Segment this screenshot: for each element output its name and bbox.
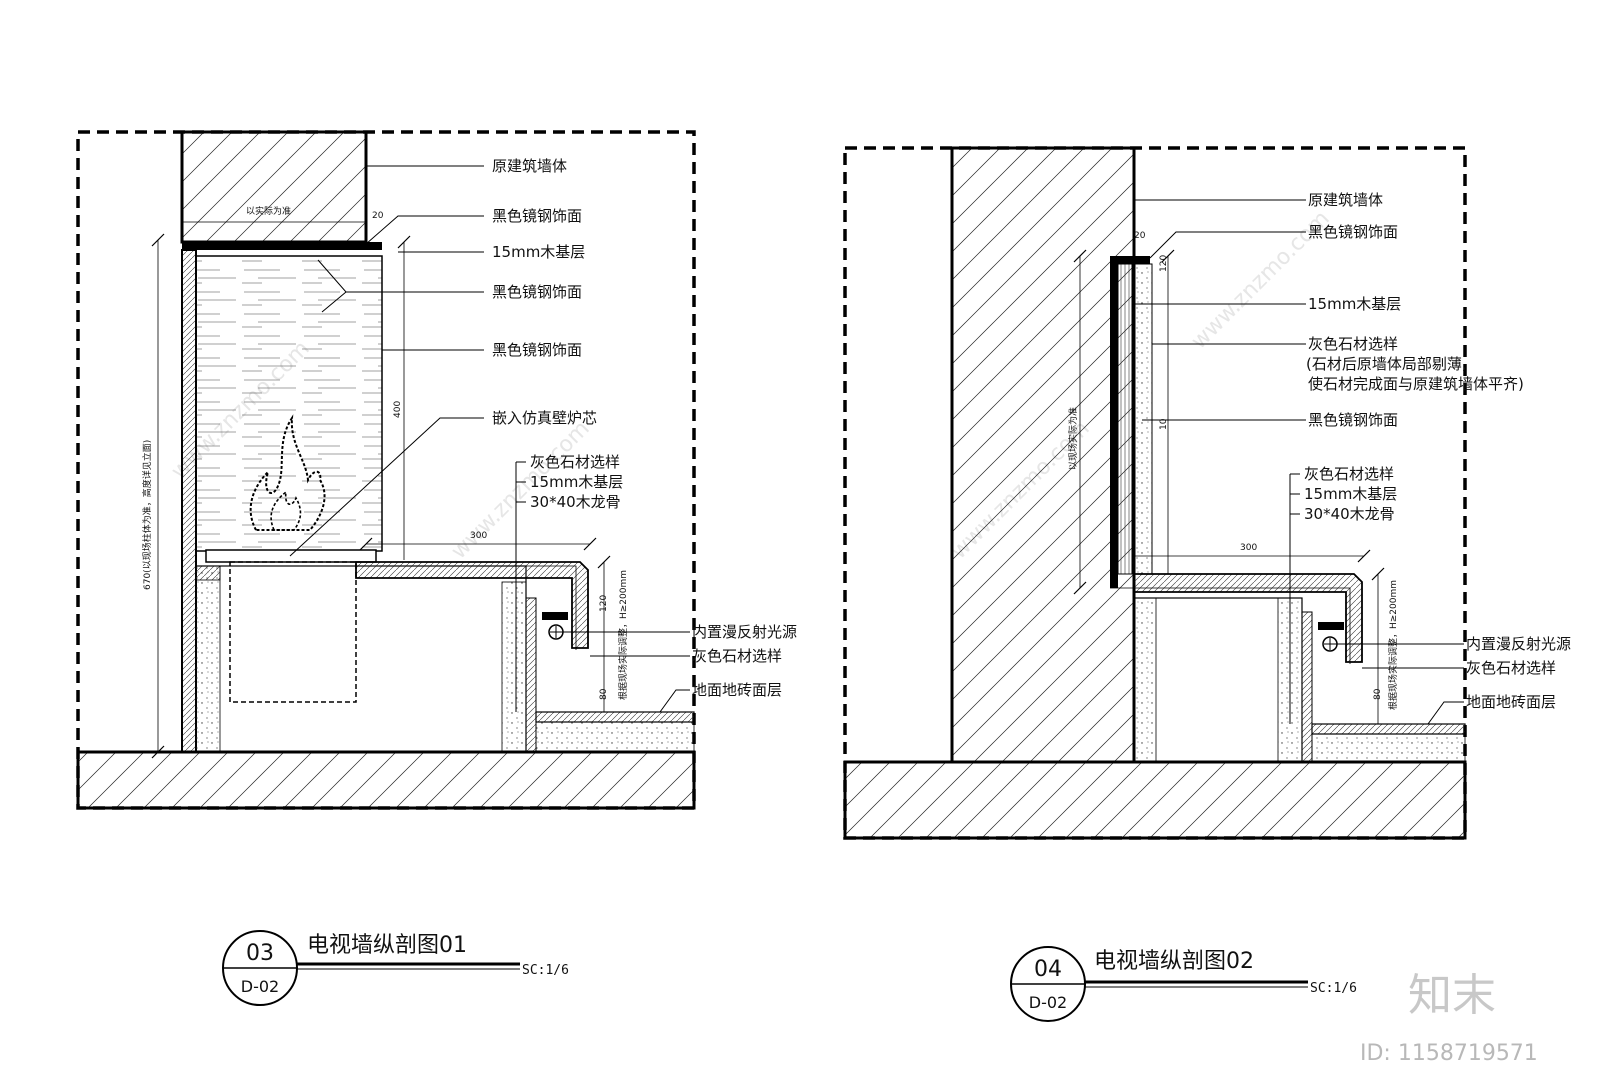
section03-label-9: 30*40木龙骨 [530, 493, 621, 511]
section04-floor-tile [1311, 723, 1466, 735]
section03-label-7: 灰色石材选样 [530, 453, 620, 471]
section03-scale: SC:1/6 [522, 963, 569, 978]
section04-label-6: 使石材完成面与原建筑墙体平齐) [1308, 375, 1524, 393]
section03-label-12: 地面地砖面层 [692, 681, 782, 699]
section04-dim-80: 80 [1373, 688, 1383, 700]
section03-mirror-cap [182, 242, 382, 250]
section04-ground-slab [843, 760, 1467, 840]
section03-floor-tile [535, 711, 695, 723]
section03-cabinet [195, 565, 527, 753]
section04-dim-120: 120 [1159, 255, 1169, 272]
brand-watermark: 知末 ID: 1158719571 [1360, 970, 1538, 1066]
section04-existing-wall [950, 146, 1136, 764]
section03-dim-80: 80 [599, 688, 609, 700]
section-04: 以现场实际为准 20 120 10 300 80 根据现场实际调整，H≥200m… [843, 146, 1571, 1022]
section03-label-1: 原建筑墙体 [492, 157, 567, 175]
section03-dim-120: 120 [599, 595, 609, 612]
section03-dim-20: 20 [372, 211, 384, 221]
section03-stone-shelf [355, 561, 589, 649]
section03-label-5: 黑色镜钢饰面 [492, 341, 582, 359]
section03-label-6: 嵌入仿真壁炉芯 [492, 409, 597, 427]
section03-title-block: 03 D-02 电视墙纵剖图01 SC:1/6 [222, 930, 569, 1006]
section03-sheet: D-02 [241, 977, 279, 996]
section04-label-8: 灰色石材选样 [1304, 465, 1394, 483]
section04-label-1: 原建筑墙体 [1308, 191, 1383, 209]
section04-label-13: 地面地砖面层 [1466, 693, 1556, 711]
section03-ground-slab [76, 750, 696, 810]
section03-leaders [289, 165, 690, 713]
section03-label-3: 15mm木基层 [492, 243, 585, 261]
section04-label-9: 15mm木基层 [1304, 485, 1397, 503]
section03-height-note: 670(以现场柱体为准，高度详见立面) [141, 440, 153, 590]
section03-flame-icon [249, 414, 326, 531]
section04-number: 04 [1034, 957, 1062, 982]
section03-wood-panel [195, 255, 383, 552]
section04-dim-20: 20 [1134, 231, 1146, 241]
section04-title-block: 04 D-02 电视墙纵剖图02 SC:1/6 [1010, 946, 1357, 1022]
section03-dim-300: 300 [470, 531, 487, 541]
watermark-brand-logo: 知末 [1408, 970, 1496, 1021]
section04-dim-300: 300 [1240, 543, 1257, 553]
section04-label-10: 30*40木龙骨 [1304, 505, 1395, 523]
section04-label-11: 内置漫反射光源 [1466, 635, 1571, 653]
section03-fireplace-core [229, 561, 357, 703]
section04-label-5: (石材后原墙体局部剔薄, [1306, 355, 1467, 373]
section04-stone-panel [1131, 263, 1153, 575]
section04-height-note: 以现场实际为准 [1067, 407, 1079, 470]
section04-wood-base [1117, 263, 1133, 575]
section03-left-veneer [181, 249, 197, 753]
section04-label-7: 黑色镜钢饰面 [1308, 411, 1398, 429]
section03-width-note: 以实际为准 [246, 205, 291, 217]
section03-dim-400: 400 [393, 401, 403, 418]
section04-dim-10: 10 [1159, 418, 1169, 430]
section04-cabinet [1133, 597, 1303, 763]
section04-label-4: 灰色石材选样 [1308, 335, 1398, 353]
section04-label-12: 灰色石材选样 [1466, 659, 1556, 677]
section03-existing-wall [180, 130, 368, 244]
section03-gap-note: 根据现场实际调整，H≥200mm [617, 570, 629, 700]
section03-title: 电视墙纵剖图01 [307, 933, 467, 958]
section04-gap-note: 根据现场实际调整，H≥200mm [1387, 580, 1399, 710]
section-03: 以实际为准 [76, 130, 797, 1006]
section03-label-2: 黑色镜钢饰面 [492, 207, 582, 225]
section04-scale: SC:1/6 [1310, 981, 1357, 996]
section03-label-10: 内置漫反射光源 [692, 623, 797, 641]
section03-label-11: 灰色石材选样 [692, 647, 782, 665]
section04-label-3: 15mm木基层 [1308, 295, 1401, 313]
section04-label-2: 黑色镜钢饰面 [1308, 223, 1398, 241]
section03-number: 03 [246, 941, 274, 966]
section03-label-4: 黑色镜钢饰面 [492, 283, 582, 301]
section04-title: 电视墙纵剖图02 [1094, 949, 1254, 974]
section04-stone-shelf [1133, 573, 1363, 663]
section04-sheet: D-02 [1029, 993, 1067, 1012]
watermark-id: ID: 1158719571 [1360, 1041, 1538, 1066]
section03-label-8: 15mm木基层 [530, 473, 623, 491]
section04-leaders [1132, 199, 1464, 725]
